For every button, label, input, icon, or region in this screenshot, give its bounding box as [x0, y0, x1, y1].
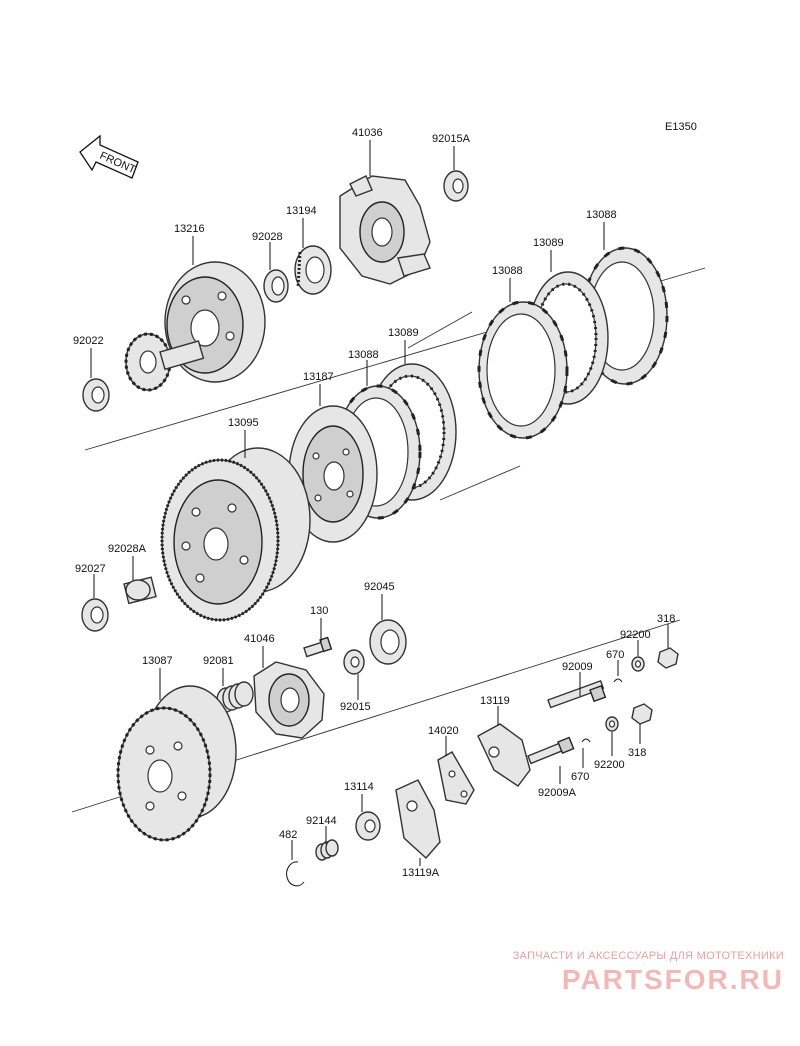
plate-pack-line-top	[407, 311, 473, 349]
label-130: 130	[310, 605, 328, 617]
part-13087-primary-gear	[116, 685, 237, 842]
label-13119: 13119	[480, 695, 510, 707]
label-92200-top: 92200	[620, 629, 651, 641]
label-92009: 92009	[562, 661, 593, 673]
label-92027: 92027	[75, 563, 106, 575]
part-92028A-sleeve	[123, 576, 157, 605]
label-318-bottom: 318	[628, 747, 646, 759]
part-92022-washer	[82, 378, 110, 412]
part-92027-washer	[81, 598, 109, 632]
gear-drive	[124, 332, 205, 392]
part-13194-one-way-clutch	[294, 245, 332, 295]
watermark: ЗАПЧАСТИ И АКСЕССУАРЫ ДЛЯ МОТОТЕХНИКИ PA…	[484, 950, 784, 996]
part-13119A-lever	[395, 779, 441, 859]
part-13095-clutch-housing	[160, 447, 311, 622]
part-92015A-nut	[443, 170, 469, 202]
label-670-top: 670	[606, 649, 624, 661]
label-13089-top: 13089	[533, 237, 564, 249]
part-13119-lever	[477, 723, 531, 787]
label-13114: 13114	[344, 781, 374, 793]
label-318-top: 318	[657, 613, 675, 625]
part-92028-bushing	[263, 269, 289, 303]
part-92144-spring	[315, 839, 339, 861]
label-13089-mid: 13089	[388, 327, 419, 339]
label-92015A: 92015A	[432, 133, 471, 145]
part-92009A-stud	[527, 736, 575, 765]
front-arrow-icon: FRONT	[79, 134, 139, 179]
label-92028A: 92028A	[108, 543, 147, 555]
label-13095: 13095	[228, 417, 259, 429]
label-41046: 41046	[244, 633, 275, 645]
label-13088-mid: 13088	[492, 265, 523, 277]
label-92009A: 92009A	[538, 787, 577, 799]
label-92022: 92022	[73, 335, 104, 347]
part-13088-friction-plate-mid	[477, 300, 569, 440]
label-13119A: 13119A	[402, 867, 440, 879]
label-13216: 13216	[174, 223, 205, 235]
watermark-tagline: ЗАПЧАСТИ И АКСЕССУАРЫ ДЛЯ МОТОТЕХНИКИ	[512, 950, 784, 962]
part-92200-washer-bottom	[605, 716, 619, 732]
part-130-bolt	[303, 636, 333, 658]
part-41036-clutch-shoe	[339, 175, 431, 285]
part-670-clip-bottom	[581, 738, 591, 743]
part-318-nut-top	[657, 647, 679, 669]
part-92045-bearing	[369, 619, 407, 665]
part-41046-clutch-hub	[253, 661, 325, 739]
part-670-clip-top	[613, 678, 623, 683]
label-13194: 13194	[286, 205, 317, 217]
label-92144: 92144	[306, 815, 337, 827]
label-14020: 14020	[428, 725, 459, 737]
label-92028: 92028	[252, 231, 283, 243]
part-482-circlip	[286, 861, 305, 887]
label-92045: 92045	[364, 581, 395, 593]
part-14020-bracket	[437, 751, 475, 805]
label-13187: 13187	[303, 371, 334, 383]
part-318-nut-bottom	[631, 703, 653, 725]
plate-pack-line-bottom	[439, 465, 521, 501]
label-92081: 92081	[203, 655, 234, 667]
part-92009-stud	[547, 679, 607, 709]
label-92015: 92015	[340, 701, 371, 713]
label-13088-left: 13088	[348, 349, 379, 361]
part-13114-bushing	[355, 811, 381, 841]
watermark-brand: PARTSFOR.RU	[561, 964, 784, 995]
label-13087: 13087	[142, 655, 173, 667]
part-92015-nut	[343, 649, 365, 675]
label-92200-bottom: 92200	[594, 759, 625, 771]
leader-lines	[90, 140, 669, 866]
label-670-bottom: 670	[571, 771, 589, 783]
label-13088-top: 13088	[586, 209, 617, 221]
diagram-code: E1350	[665, 121, 697, 133]
part-92200-washer-top	[631, 656, 645, 672]
label-41036: 41036	[352, 127, 383, 139]
label-482: 482	[279, 829, 297, 841]
part-13187-pressure-plate	[288, 405, 378, 543]
